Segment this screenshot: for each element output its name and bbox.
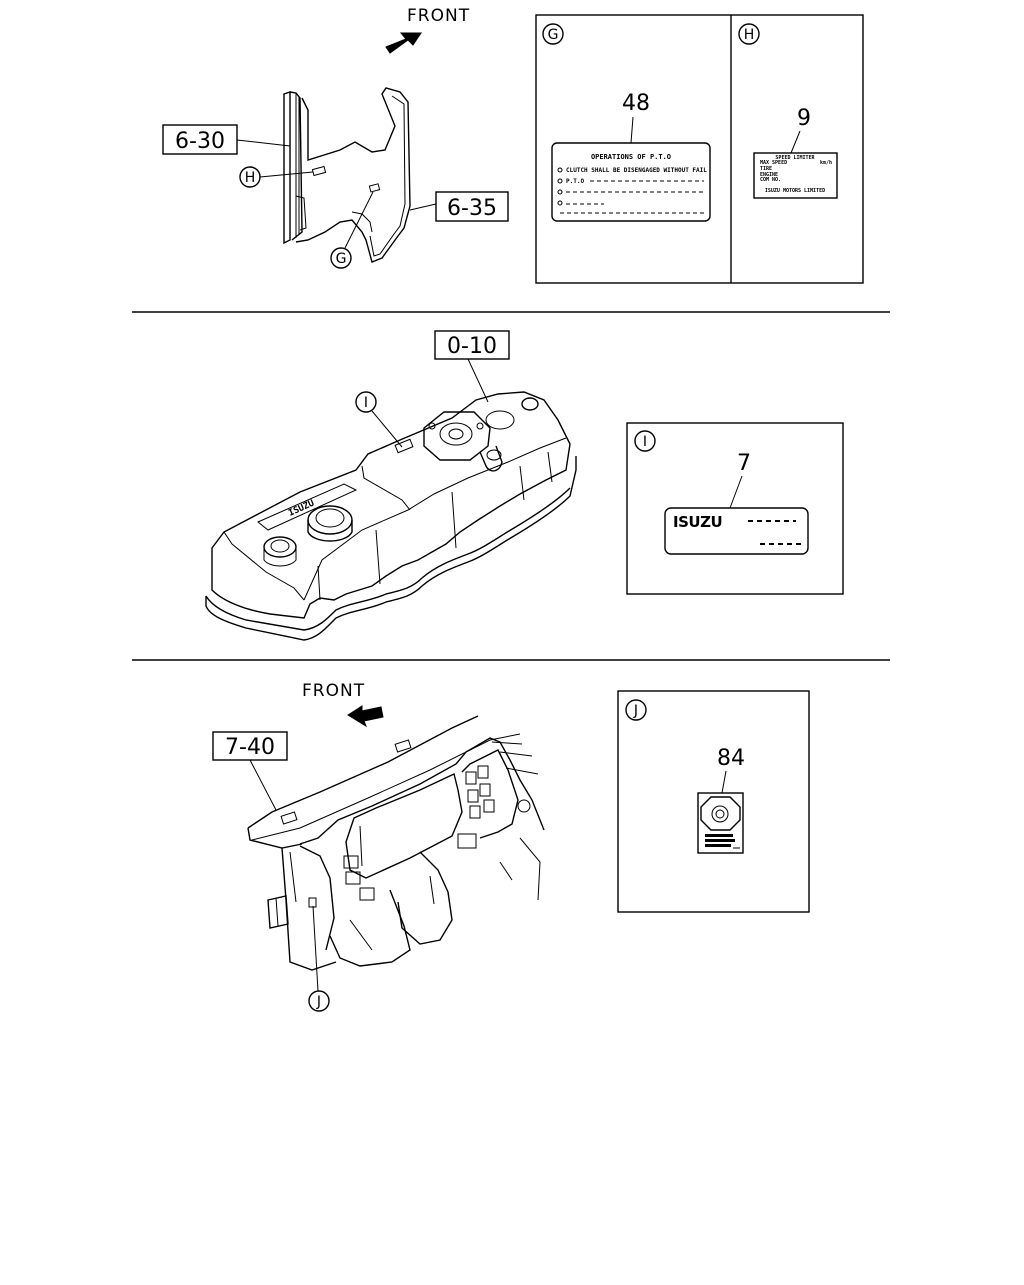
detail-i-part-number: 7	[737, 451, 751, 476]
detail-h: H 9 SPEED LIMITER MAX SPEED km/h TIRE EN…	[738, 23, 838, 199]
speed-limiter-line-4: COM NO.	[760, 177, 781, 183]
part-ref-6-35-text: 6-35	[447, 196, 497, 221]
leader-h	[259, 171, 314, 178]
detail-j-letter-circle	[625, 699, 647, 721]
part-ref-7-40-text: 7-40	[225, 735, 275, 760]
callout-i-drawing-text: I	[364, 395, 368, 411]
leader-6-30	[236, 139, 291, 147]
leader-0-10	[467, 358, 489, 403]
detail-i-letter: I	[643, 434, 647, 450]
leader-6-35	[409, 203, 437, 211]
warning-decal	[697, 792, 744, 854]
detail-g-letter: G	[548, 27, 559, 43]
detail-i-letter-circle	[634, 430, 656, 452]
part-ref-6-35[interactable]: 6-35	[435, 191, 509, 222]
pto-label-line-2: P.T.O	[566, 178, 584, 185]
callout-j-drawing[interactable]: J	[308, 990, 330, 1012]
detail-h-letter-circle	[738, 23, 760, 45]
callout-h-drawing-text: H	[245, 170, 256, 186]
part-ref-0-10[interactable]: 0-10	[434, 330, 510, 360]
detail-j-leader	[721, 770, 727, 794]
callout-h-drawing[interactable]: H	[239, 166, 261, 188]
isuzu-logo: ISUZU	[673, 513, 722, 531]
callout-i-drawing[interactable]: I	[355, 391, 377, 413]
detail-g-letter-circle	[542, 23, 564, 45]
detail-h-part-number: 9	[797, 106, 811, 131]
callout-g-drawing[interactable]: G	[330, 247, 352, 269]
valve-cover-drawing: ISUZU	[205, 391, 577, 641]
door-trim-panel-drawing	[283, 87, 411, 263]
speed-limiter-title: SPEED LIMITER	[775, 155, 815, 161]
part-ref-7-40[interactable]: 7-40	[212, 731, 288, 761]
speed-limiter-unit: km/h	[820, 160, 832, 166]
detail-i: I 7 ISUZU	[626, 422, 844, 595]
pto-label-title: OPERATIONS OF P.T.O	[591, 153, 671, 161]
speed-limiter-line-3: ENGINE	[760, 172, 778, 178]
detail-h-letter: H	[744, 27, 755, 43]
callout-j-drawing-text: J	[316, 994, 321, 1010]
detail-i-box	[626, 422, 844, 595]
detail-j: J 84	[617, 690, 810, 913]
isuzu-label: ISUZU	[664, 507, 809, 555]
detail-j-part-number: 84	[717, 746, 745, 771]
leader-g	[344, 191, 374, 249]
front-arrow-bottom-icon	[347, 705, 384, 728]
detail-i-leader	[729, 475, 743, 509]
speed-limiter-footer: ISUZU MOTORS LIMITED	[765, 188, 825, 194]
detail-j-box	[617, 690, 810, 913]
instrument-panel-drawing	[247, 715, 545, 971]
speed-limiter-line-1: MAX SPEED	[760, 160, 787, 166]
detail-box-gh	[535, 14, 864, 284]
callout-g-drawing-text: G	[336, 251, 347, 267]
part-ref-6-30-text: 6-30	[175, 129, 225, 154]
part-ref-0-10-text: 0-10	[447, 334, 497, 359]
front-arrow-top-icon	[385, 32, 422, 54]
leader-7-40	[249, 759, 277, 811]
part-ref-6-30[interactable]: 6-30	[162, 124, 238, 155]
detail-j-letter: J	[633, 703, 638, 719]
speed-limiter-line-2: TIRE	[760, 166, 772, 172]
detail-g-part-number: 48	[622, 91, 650, 116]
leader-j	[312, 905, 319, 992]
svg-text:ISUZU: ISUZU	[287, 499, 316, 519]
front-label-bottom: FRONT	[302, 681, 365, 701]
pto-label-line-1: CLUTCH SHALL BE DISENGAGED WITHOUT FAIL	[566, 167, 707, 174]
detail-g: G 48 OPERATIONS OF P.T.O CLUTCH SHALL BE…	[542, 23, 711, 222]
pto-label: OPERATIONS OF P.T.O CLUTCH SHALL BE DISE…	[551, 142, 711, 222]
speed-limiter-label: SPEED LIMITER MAX SPEED km/h TIRE ENGINE…	[753, 152, 838, 199]
detail-g-leader	[630, 116, 634, 144]
front-label-top: FRONT	[407, 6, 470, 26]
detail-h-leader	[790, 130, 801, 154]
